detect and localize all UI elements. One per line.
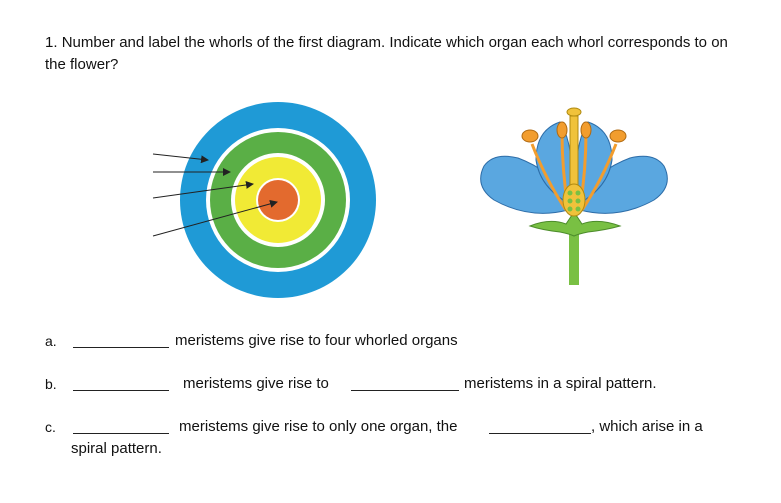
item-a-blank[interactable] [73,347,169,348]
ovule-2 [575,190,581,196]
whorl-ring-4 [258,180,298,220]
arrow-4 [152,199,278,237]
pistil-style [569,115,579,187]
flower-sepals [528,211,622,237]
flower-diagram [480,107,668,285]
item-b-letter: b. [45,376,57,392]
item-c-text-1: meristems give rise to only one organ, t… [179,418,458,435]
pistil-ovary [562,183,586,217]
item-b-text-2: meristems in a spiral pattern. [464,375,657,392]
arrow-3 [152,181,254,199]
ovule-3 [567,198,573,204]
anther-inner-left [556,121,568,139]
whorl-diagram [152,102,376,298]
anther-inner-right [580,121,592,139]
item-c-letter: c. [45,419,56,435]
stamen-right [580,143,618,211]
item-b-blank-2[interactable] [351,390,459,391]
item-b-text-1: meristems give rise to [183,375,329,392]
question-body: Number and label the whorls of the first… [45,34,728,73]
stamen-left [530,143,568,211]
item-c-text-3: spiral pattern. [71,440,162,457]
ovule-5 [567,206,573,212]
flower-stem [569,220,579,285]
arrow-1 [152,153,209,164]
item-c-text-2: , which arise in a [591,418,703,435]
item-c-blank-1[interactable] [73,433,169,434]
item-a-letter: a. [45,333,57,349]
ovule-6 [575,206,581,212]
item-a-text: meristems give rise to four whorled orga… [175,332,458,349]
anther-right [609,129,627,143]
item-c-blank-2[interactable] [489,433,591,434]
pistil-stigma [566,107,582,117]
ovule-4 [575,198,581,204]
anther-left [521,129,539,143]
question-text: 1. Number and label the whorls of the fi… [45,32,745,76]
question-number: 1. [45,34,58,51]
ovule-1 [567,190,573,196]
item-b-blank-1[interactable] [73,390,169,391]
